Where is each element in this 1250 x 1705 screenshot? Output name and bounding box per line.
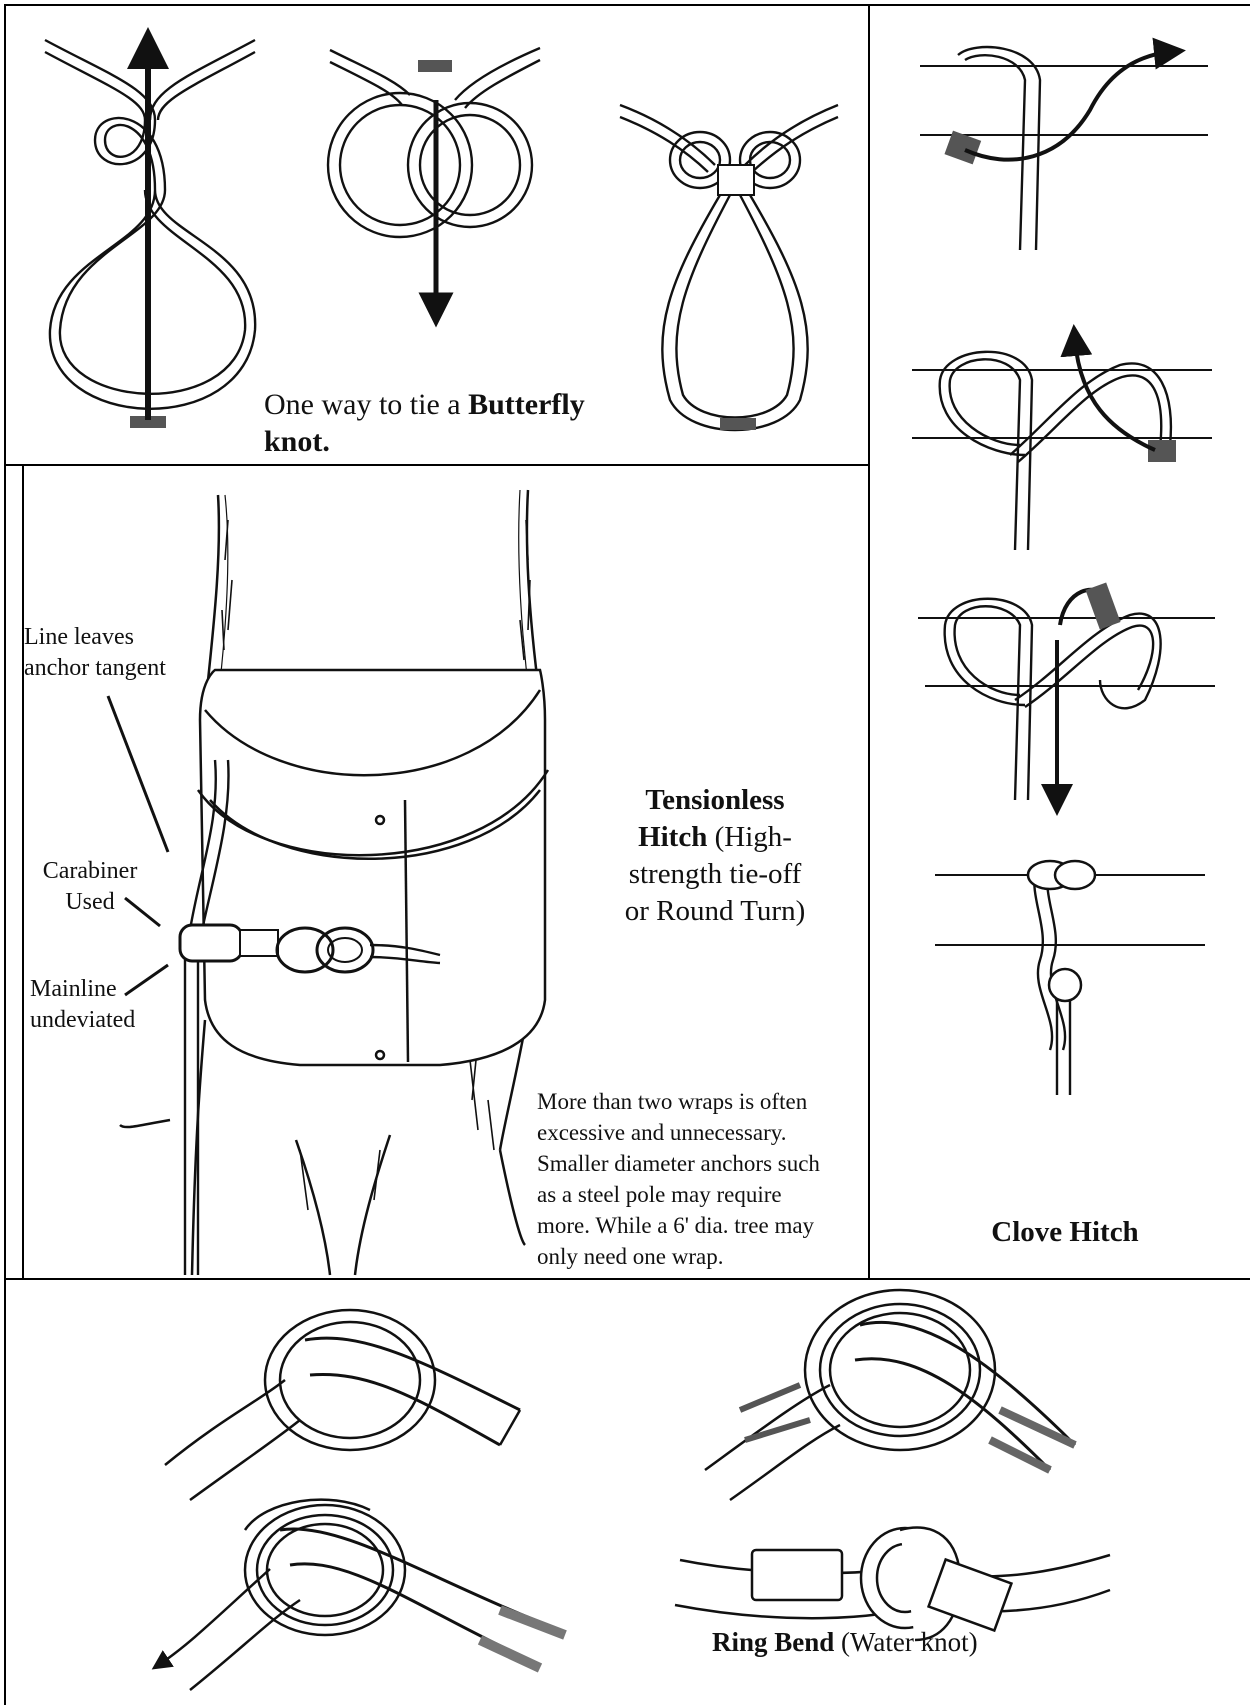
ring-bend-step-3 <box>160 1500 565 1690</box>
ring-bend-title-bold: Ring Bend <box>712 1627 834 1657</box>
ring-bend-title: Ring Bend (Water knot) <box>712 1624 978 1661</box>
ring-bend-step-2 <box>705 1290 1075 1500</box>
ring-bend-step-1 <box>165 1310 520 1500</box>
ring-bend-title-rest: (Water knot) <box>834 1627 977 1657</box>
